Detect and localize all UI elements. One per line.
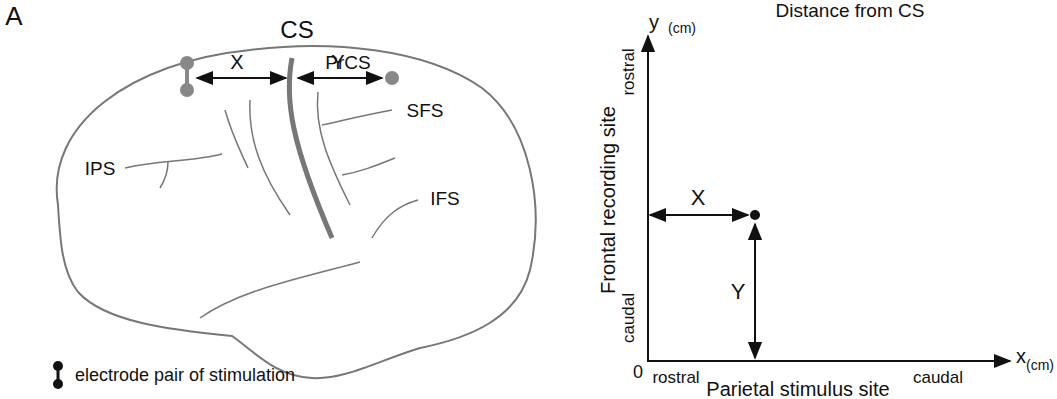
legend-icon [53, 361, 63, 371]
y-axis [647, 36, 649, 362]
axis-origin: 0 [633, 363, 643, 381]
axis-label: y [649, 12, 659, 32]
sulcus-label: SFS [407, 101, 444, 120]
axis-label: x [1016, 346, 1026, 366]
sulcus [125, 154, 222, 168]
axis-title: Frontal recording site [598, 106, 618, 294]
distance-arrow [650, 214, 748, 216]
distance-label: Y [731, 281, 746, 303]
distance-label: X [230, 52, 243, 72]
brain-outline [57, 46, 536, 378]
panel-letter: A [5, 3, 22, 29]
distance-arrow [754, 224, 756, 358]
axis-unit: (cm) [1026, 358, 1054, 372]
x-axis [647, 360, 1010, 362]
distance-label: X [691, 187, 706, 209]
sulcus [225, 110, 248, 168]
distance-label: Y [331, 52, 344, 72]
plot-title: Distance from CS [776, 1, 925, 20]
sulcus [342, 158, 395, 175]
sulcus-label: IPS [85, 159, 116, 178]
sulcus [322, 110, 392, 125]
sulcus [250, 100, 290, 215]
axis-tick-label: rostral [620, 48, 637, 95]
sulcus-label: CS [280, 18, 313, 42]
sulcus [160, 162, 168, 188]
electrode [180, 83, 194, 97]
sulcus [317, 92, 350, 205]
electrode [180, 56, 194, 70]
axis-tick-label: rostral [652, 369, 699, 386]
distance-arrow [298, 77, 382, 79]
electrode [385, 71, 399, 85]
sulcus [200, 262, 360, 318]
legend-icon [53, 379, 63, 389]
sulcus-label: IFS [430, 189, 460, 208]
axis-tick-label: caudal [913, 369, 963, 386]
distance-arrow [197, 77, 286, 79]
axis-unit: (cm) [668, 21, 696, 35]
sulcus [372, 200, 418, 238]
legend-text: electrode pair of stimulation [75, 366, 295, 384]
data-point [750, 210, 760, 220]
axis-title: Parietal stimulus site [706, 379, 889, 399]
axis-tick-label: caudal [620, 293, 637, 343]
